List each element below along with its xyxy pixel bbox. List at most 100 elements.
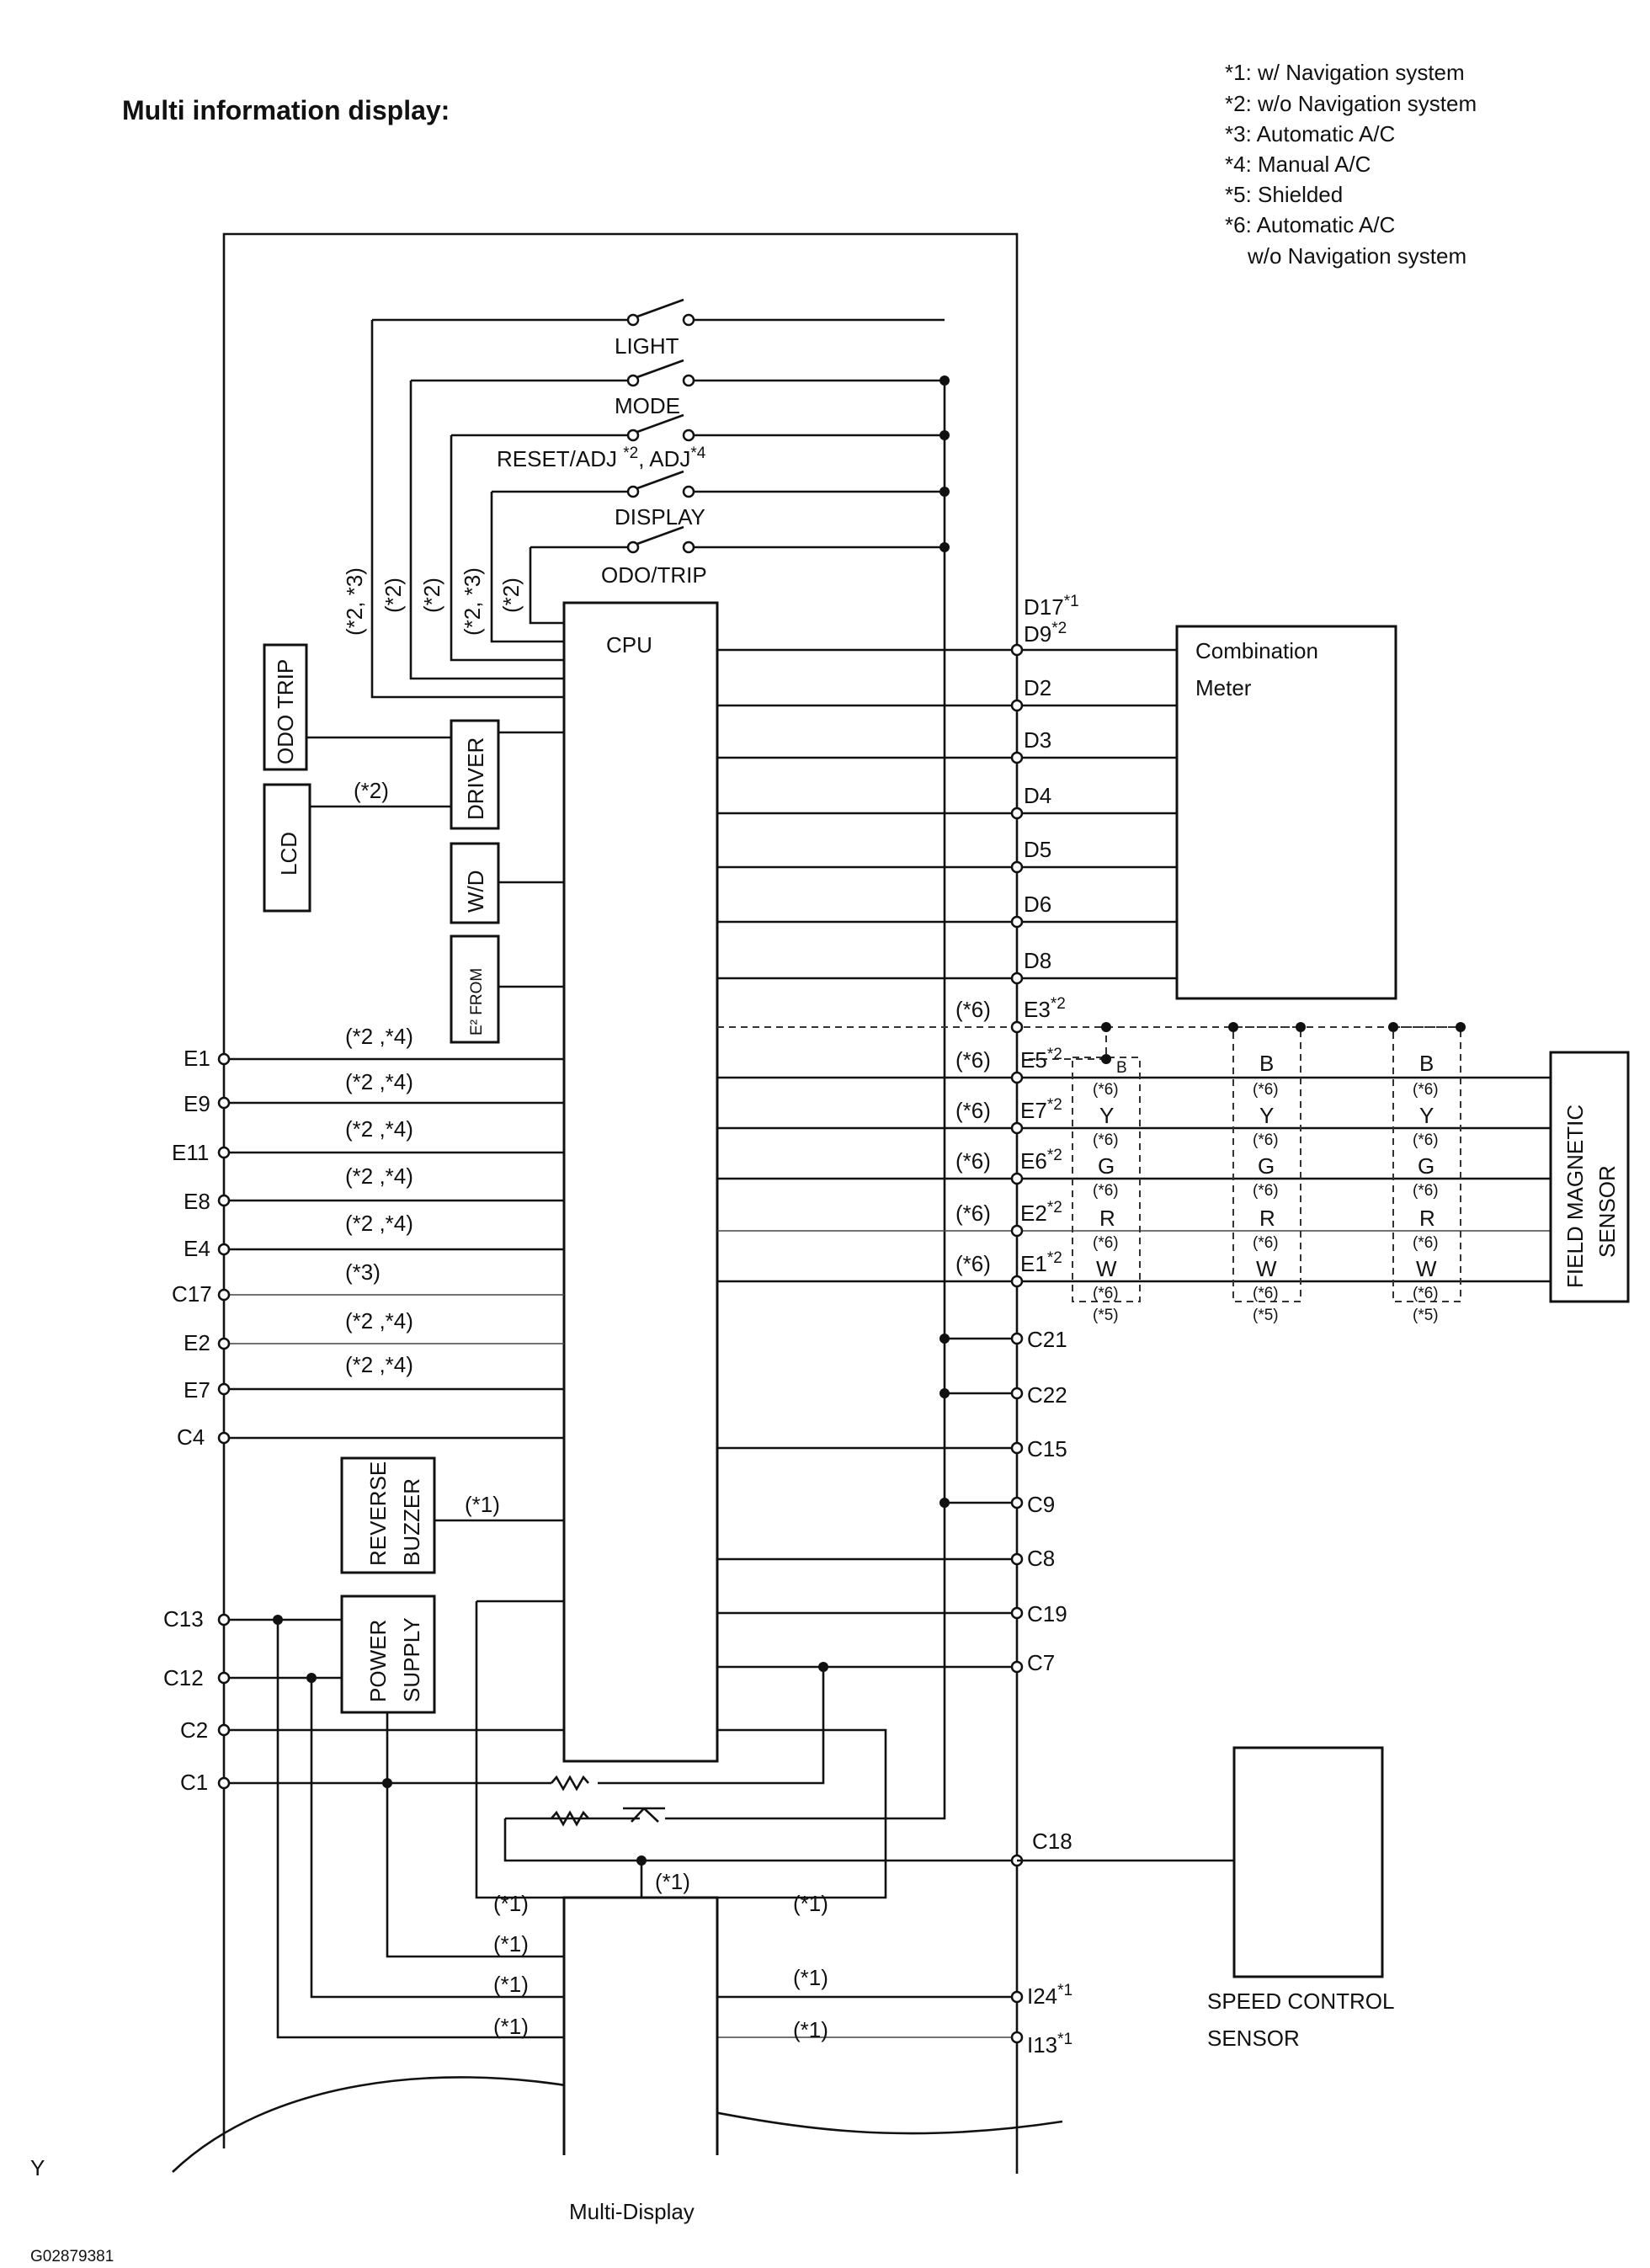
odo-trip-display-block: ODO TRIP (263, 643, 308, 771)
svg-text:Meter: Meter (1195, 675, 1252, 700)
diagram-title: Multi information display: (122, 95, 450, 125)
footnote-5: *5: Shielded (1225, 182, 1343, 207)
svg-text:G: G (1258, 1153, 1275, 1179)
svg-text:(*3): (*3) (345, 1259, 381, 1285)
svg-text:C12: C12 (163, 1665, 204, 1690)
sensor-note-e3: (*6) (955, 997, 991, 1022)
svg-text:(*6): (*6) (1093, 1131, 1119, 1149)
svg-text:W: W (1256, 1256, 1277, 1281)
svg-text:(*2 ,*4): (*2 ,*4) (345, 1116, 413, 1142)
terminal-c2: C2 (180, 1717, 231, 1743)
field-magnetic-sensor-block: FIELD MAGNETIC SENSOR (1549, 1051, 1630, 1303)
svg-text:SUPPLY: SUPPLY (399, 1617, 424, 1702)
svg-text:R: R (1099, 1206, 1115, 1231)
watchdog-block: W/D (450, 842, 500, 924)
svg-text:(*2 ,*4): (*2 ,*4) (345, 1211, 413, 1236)
switch-label-reset-adj: RESET/ADJ *2, ADJ*4 (497, 445, 706, 471)
terminal-d9: D9*2 (1024, 620, 1067, 647)
svg-text:(*6): (*6) (1253, 1131, 1279, 1149)
terminal-e4: E4 (*2 ,*4) (184, 1211, 413, 1261)
svg-text:BUZZER: BUZZER (399, 1478, 424, 1566)
svg-text:(*2 ,*4): (*2 ,*4) (345, 1308, 413, 1334)
switch-label-display: DISPLAY (615, 504, 705, 530)
speed-sensor-label-2: SENSOR (1207, 2026, 1300, 2051)
sensor-note-e2: (*6) (955, 1201, 991, 1226)
terminal-c22: C22 (1027, 1382, 1067, 1408)
terminal-c12: C12 (163, 1665, 231, 1690)
svg-text:W: W (1416, 1256, 1437, 1281)
svg-text:(*6): (*6) (1413, 1285, 1439, 1302)
terminal-c13: C13 (163, 1606, 231, 1632)
cpu-label: CPU (606, 632, 652, 658)
meter-wires (717, 648, 1177, 980)
svg-text:G: G (1418, 1153, 1434, 1179)
svg-text:B: B (1259, 1051, 1274, 1076)
terminal-c9: C9 (1027, 1492, 1055, 1517)
sensor-note-e5: (*6) (955, 1047, 991, 1073)
svg-text:(*6): (*6) (1413, 1081, 1439, 1099)
lcd-block: LCD (263, 783, 311, 913)
shield-junctions (1101, 1022, 1466, 1064)
terminal-c18: C18 (1032, 1829, 1072, 1854)
svg-text:LCD: LCD (276, 832, 301, 876)
svg-text:E7: E7 (184, 1377, 210, 1403)
footer-letter: Y (30, 2155, 45, 2180)
svg-text:E4: E4 (184, 1236, 210, 1261)
reverse-buzzer-block: REVERSE BUZZER (340, 1456, 436, 1574)
svg-text:(*6): (*6) (1253, 1285, 1279, 1302)
switch-group: LIGHT MODE RESET/ADJ *2, ADJ*4 DISPLAY O… (342, 298, 945, 699)
terminal-i13: I13*1 (1027, 2031, 1072, 2058)
cpu-block (562, 601, 719, 1763)
footnote-3: *3: Automatic A/C (1225, 121, 1395, 146)
svg-text:(*2 ,*4): (*2 ,*4) (345, 1352, 413, 1377)
svg-text:(*6): (*6) (1413, 1234, 1439, 1252)
terminal-e3: E3*2 (1024, 995, 1066, 1022)
wire-colors-col-3: B (*6) Y (*6) G (*6) R (*6) W (*6) (*5) (1413, 1051, 1439, 1324)
terminal-e5: E5*2 (1020, 1046, 1062, 1073)
svg-text:G: G (1098, 1153, 1115, 1179)
terminal-e1-right: E1*2 (1020, 1249, 1062, 1276)
svg-text:C1: C1 (180, 1770, 208, 1795)
svg-text:C13: C13 (163, 1606, 204, 1632)
svg-text:(*6): (*6) (1093, 1285, 1119, 1302)
sensor-terminals: (*6) E3*2 (*6) E5*2 (*6) E7*2 (*6) E6*2 … (955, 995, 1066, 1288)
left-terminals: E1 (*2 ,*4) E9 (*2 ,*4) E11 (*2 ,*4) E8 … (163, 1024, 413, 1795)
terminal-d2: D2 (1024, 675, 1051, 700)
svg-text:E11: E11 (172, 1140, 209, 1165)
svg-text:W/D: W/D (463, 870, 488, 913)
terminal-c21: C21 (1027, 1327, 1067, 1352)
terminal-e2-right: E2*2 (1020, 1199, 1062, 1226)
switch-note-light: (*2, *3) (342, 567, 367, 636)
terminal-d5: D5 (1024, 837, 1051, 862)
nav-notes: (*1) (*1) (*1) (*1) (*1) (*1) (*1) (*1) (493, 1869, 828, 2042)
odo-trip-switch-symbol (626, 525, 695, 554)
svg-text:(*1): (*1) (793, 2017, 828, 2042)
sensor-note-e6: (*6) (955, 1148, 991, 1174)
svg-text:E2: E2 (184, 1330, 210, 1355)
svg-text:C4: C4 (177, 1424, 205, 1450)
svg-text:W: W (1096, 1256, 1117, 1281)
svg-text:ODO TRIP: ODO TRIP (273, 659, 298, 764)
switch-note-reset: (*2) (419, 578, 444, 613)
figure-id: G02879381 (30, 2248, 114, 2265)
svg-text:(*6): (*6) (1093, 1234, 1119, 1252)
footnote-2: *2: w/o Navigation system (1225, 91, 1477, 116)
svg-text:(*6): (*6) (1413, 1131, 1439, 1149)
multi-display-enclosure (222, 232, 1019, 2174)
svg-text:Combination: Combination (1195, 638, 1318, 663)
svg-text:(*6): (*6) (1253, 1234, 1279, 1252)
terminal-c1: C1 (180, 1770, 231, 1795)
svg-text:Y: Y (1099, 1103, 1114, 1128)
svg-text:FIELD MAGNETIC: FIELD MAGNETIC (1562, 1105, 1588, 1288)
terminal-d4: D4 (1024, 783, 1051, 808)
footnote-6-cont: w/o Navigation system (1247, 243, 1466, 269)
display-switch-symbol (626, 470, 695, 498)
svg-text:B: B (1116, 1059, 1127, 1077)
switch-note-mode: (*2) (381, 578, 406, 613)
svg-text:DRIVER: DRIVER (463, 737, 488, 820)
svg-text:(*1): (*1) (493, 2014, 529, 2039)
svg-text:Y: Y (1419, 1103, 1434, 1128)
speed-control-sensor-block (1232, 1746, 1384, 1978)
combination-meter-block: Combination Meter (1175, 625, 1397, 1000)
